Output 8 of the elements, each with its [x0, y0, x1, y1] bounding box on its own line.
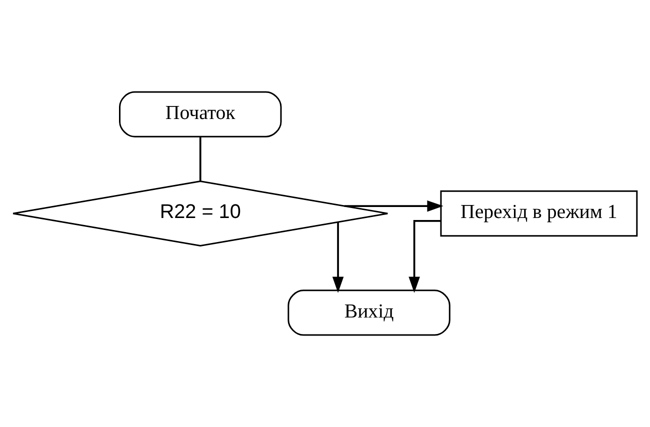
- arrow: [344, 200, 444, 212]
- node-box: Початок: [119, 91, 282, 138]
- node-box: Вихід: [288, 290, 450, 336]
- node-box: Перехід в режим 1: [440, 190, 638, 237]
- arrow: [408, 220, 441, 293]
- connector: [199, 136, 202, 181]
- arrow: [332, 222, 344, 293]
- node-diamond: R22 = 10: [12, 180, 388, 246]
